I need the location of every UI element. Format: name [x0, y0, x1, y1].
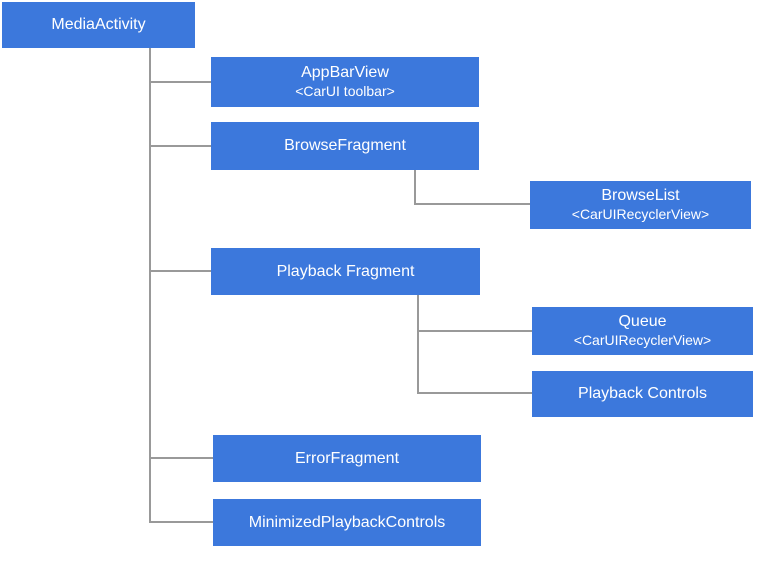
node-browselist-sublabel: <CarUIRecyclerView>: [571, 206, 710, 223]
connector-queue: [417, 330, 532, 332]
node-appbarview-sublabel: <CarUI toolbar>: [295, 83, 395, 100]
connector-minimizedplaybackcontrols: [151, 521, 213, 523]
node-browsefragment: BrowseFragment: [211, 122, 479, 170]
connector-playbackcontrols: [417, 392, 532, 394]
connector-browselist: [414, 203, 530, 205]
connector-errorfragment: [151, 457, 213, 459]
node-browselist: BrowseList <CarUIRecyclerView>: [530, 181, 751, 229]
node-browselist-label: BrowseList: [601, 187, 680, 205]
node-playbackfragment: Playback Fragment: [211, 248, 480, 295]
node-appbarview-label: AppBarView: [301, 64, 389, 82]
connector-playback-drop: [417, 294, 419, 394]
node-queue: Queue <CarUIRecyclerView>: [532, 307, 753, 355]
node-mediaactivity: MediaActivity: [2, 2, 195, 48]
node-playbackfragment-label: Playback Fragment: [276, 262, 415, 280]
node-browsefragment-label: BrowseFragment: [284, 137, 406, 154]
connector-browsefragment: [151, 145, 211, 147]
connector-playbackfragment: [151, 270, 211, 272]
node-playbackcontrols-label: Playback Controls: [578, 385, 707, 402]
connector-browse-drop: [414, 170, 416, 205]
connector-trunk: [149, 48, 151, 523]
node-queue-sublabel: <CarUIRecyclerView>: [573, 332, 712, 349]
node-minimizedplaybackcontrols: MinimizedPlaybackControls: [213, 499, 481, 546]
node-errorfragment-label: ErrorFragment: [294, 449, 400, 467]
connector-appbarview: [151, 81, 211, 83]
node-appbarview: AppBarView <CarUI toolbar>: [211, 57, 479, 107]
node-errorfragment: ErrorFragment: [213, 435, 481, 482]
node-mediaactivity-label: MediaActivity: [51, 16, 146, 33]
node-playbackcontrols: Playback Controls: [532, 371, 753, 417]
node-minimizedplaybackcontrols-label: MinimizedPlaybackControls: [248, 513, 446, 531]
node-queue-label: Queue: [618, 313, 667, 331]
